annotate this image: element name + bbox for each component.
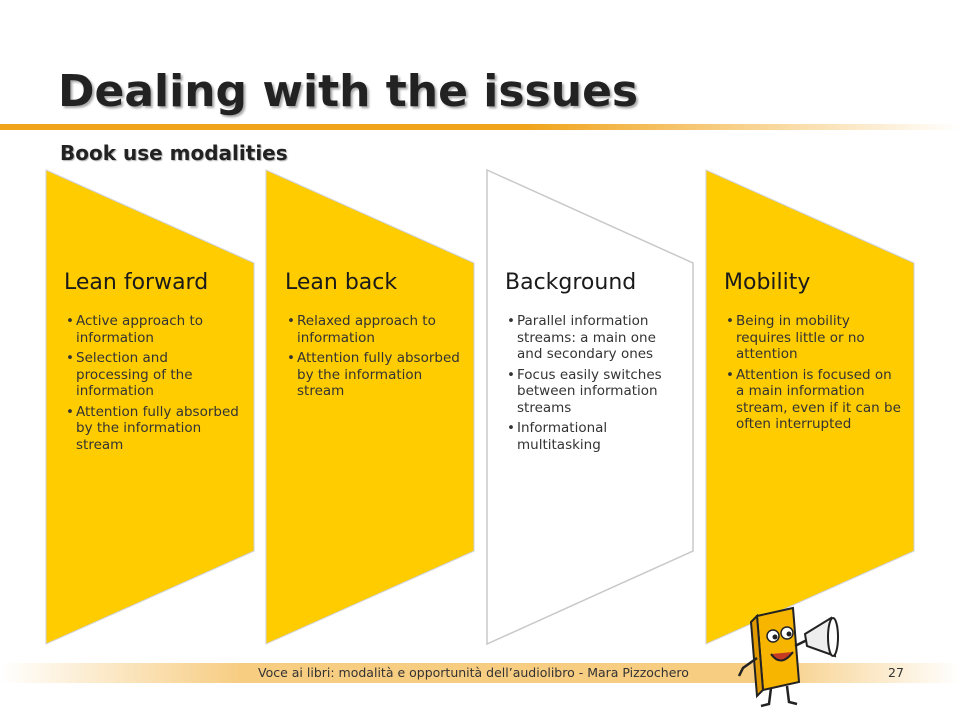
footer-band [0,663,960,683]
title-underline [0,124,960,130]
panel-heading: Background [505,270,637,295]
bullet-text: Attention fully absorbed by the informat… [76,403,239,453]
panel-mobility: Mobility •Being in mobility requires lit… [724,270,904,437]
panel-bullet-list: •Active approach to information •Selecti… [64,313,244,453]
panel-heading: Mobility [724,270,811,295]
bullet-text: Focus easily switches between informatio… [517,366,662,416]
bullet-text: Selection and processing of the informat… [76,350,193,399]
panel-bullet-list: •Being in mobility requires little or no… [724,313,904,433]
bullet-text: Informational multitasking [517,420,608,453]
list-item: •Relaxed approach to information [287,313,436,346]
panel-heading: Lean back [285,270,398,295]
list-item: •Parallel information streams: a main on… [507,313,656,362]
panel-bullet-list: •Parallel information streams: a main on… [505,313,685,453]
panel-background: Background •Parallel information streams… [505,270,685,457]
book-mascot-with-megaphone-icon [737,606,839,708]
panel-lean-forward: Lean forward •Active approach to informa… [64,270,244,457]
bullet-text: Attention is focused on a main informati… [736,366,901,433]
footer-text: Voce ai libri: modalità e opportunità de… [258,665,689,680]
bullet-text: Parallel information streams: a main one… [517,313,656,362]
list-item: •Active approach to information [66,313,204,346]
bullet-text: Attention fully absorbed by the informat… [297,350,460,399]
list-item: •Selection and processing of the informa… [66,350,193,399]
list-item: •Being in mobility requires little or no… [726,313,865,362]
page-number: 27 [888,665,904,680]
list-item: •Attention fully absorbed by the informa… [287,350,460,399]
list-item: •Attention fully absorbed by the informa… [66,403,239,453]
panel-bullet-list: •Relaxed approach to information •Attent… [285,313,465,400]
list-item: •Informational multitasking [507,420,608,453]
list-item: •Attention is focused on a main informat… [726,366,901,433]
panel-heading: Lean forward [64,270,209,295]
slide-subtitle: Book use modalities [60,141,288,165]
bullet-text: Relaxed approach to information [297,313,436,346]
bullet-text: Being in mobility requires little or no … [736,313,865,362]
panel-lean-back: Lean back •Relaxed approach to informati… [285,270,465,404]
bullet-text: Active approach to information [76,313,204,346]
list-item: •Focus easily switches between informati… [507,366,662,416]
slide-title: Dealing with the issues [58,66,639,117]
